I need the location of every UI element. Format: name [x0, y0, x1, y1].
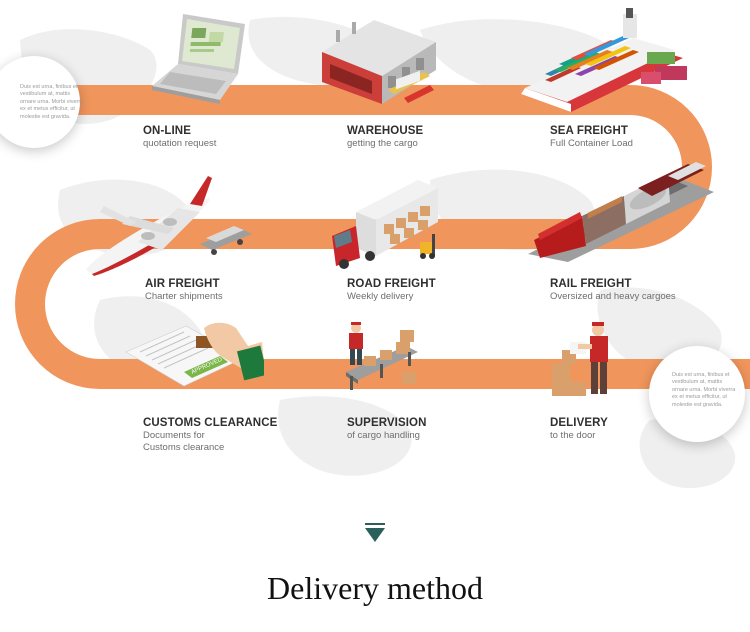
info-bubble-left [0, 56, 80, 148]
down-arrow-icon [365, 523, 385, 542]
step-subtitle: Charter shipments [145, 291, 223, 302]
step-title: DELIVERY [550, 417, 608, 429]
step-title: WAREHOUSE [347, 125, 424, 137]
step-subtitle: of cargo handling [347, 430, 420, 441]
step-subtitle: getting the cargo [347, 138, 418, 149]
warehouse-icon [322, 20, 436, 104]
laptop-icon [152, 14, 245, 104]
step-title: SUPERVISION [347, 417, 427, 429]
stamp-document-icon: APPROVED [125, 322, 264, 387]
step-subtitle: Documents for Customs clearance [143, 430, 225, 453]
step-subtitle: Full Container Load [550, 138, 633, 149]
step-title: AIR FREIGHT [145, 278, 220, 290]
step-road-freight: ROAD FREIGHT Weekly delivery [347, 277, 517, 303]
step-subtitle: Weekly delivery [347, 291, 414, 302]
info-bubble-right-text: Duis est urna, finibus et vestibulum at,… [672, 372, 736, 408]
truck-icon [332, 180, 438, 269]
step-sea-freight: SEA FREIGHT Full Container Load [550, 124, 720, 150]
container-ship-icon [521, 8, 687, 112]
step-customs-clearance: CUSTOMS CLEARANCE Documents for Customs … [143, 416, 313, 454]
step-online: ON-LINE quotation request [143, 124, 313, 150]
conveyor-worker-icon [346, 322, 418, 390]
step-title: CUSTOMS CLEARANCE [143, 417, 278, 429]
step-title: ON-LINE [143, 125, 191, 137]
section-title: Delivery method [267, 570, 483, 606]
step-title: RAIL FREIGHT [550, 278, 632, 290]
step-warehouse: WAREHOUSE getting the cargo [347, 124, 517, 150]
step-title: SEA FREIGHT [550, 125, 628, 137]
step-title: ROAD FREIGHT [347, 278, 436, 290]
step-supervision: SUPERVISION of cargo handling [347, 416, 517, 442]
delivery-man-icon [552, 322, 608, 396]
step-subtitle: Oversized and heavy cargoes [550, 291, 676, 302]
step-subtitle: to the door [550, 430, 596, 441]
train-icon [528, 162, 714, 262]
step-rail-freight: RAIL FREIGHT Oversized and heavy cargoes [550, 277, 720, 303]
info-bubble-left-text: Duis est urna, finibus et vestibulum at,… [20, 84, 84, 120]
step-delivery: DELIVERY to the door [550, 416, 720, 442]
info-bubble-right [649, 346, 745, 442]
step-air-freight: AIR FREIGHT Charter shipments [145, 277, 315, 303]
airplane-icon [86, 176, 252, 276]
step-subtitle: quotation request [143, 138, 217, 149]
